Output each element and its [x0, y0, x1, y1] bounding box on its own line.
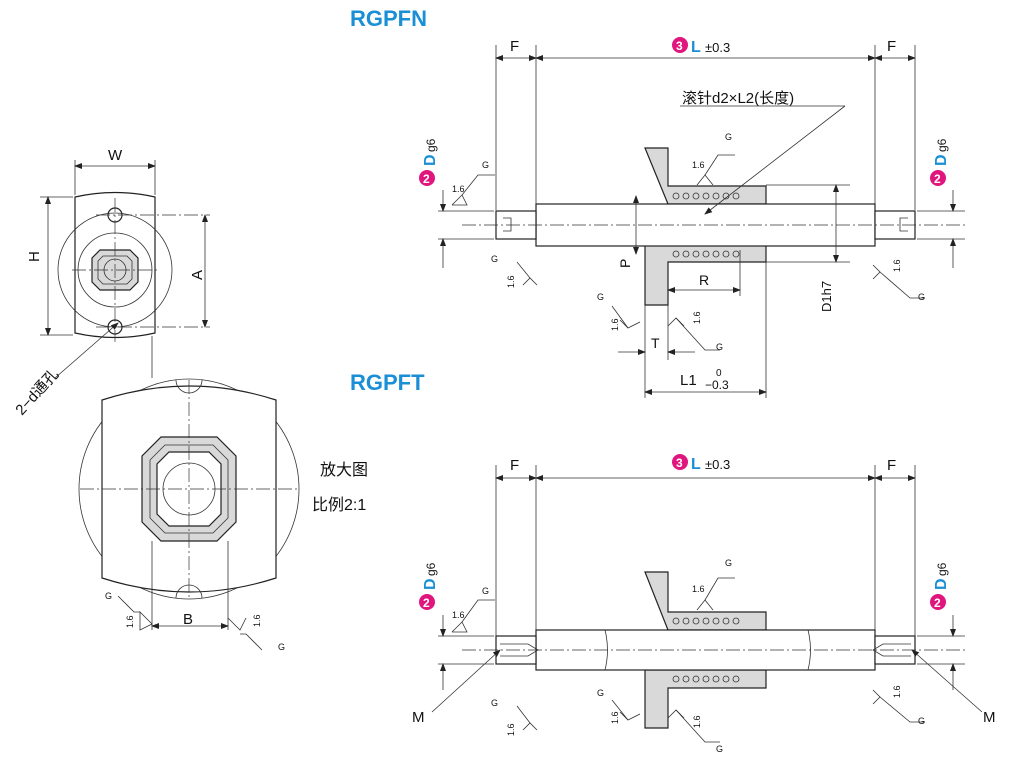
badge-2-text: 2: [423, 172, 430, 186]
surface-roughness: 1.6: [892, 685, 902, 698]
surface-grade: G: [482, 160, 489, 170]
needle-rollers-bottom: [672, 675, 740, 683]
dim-d-tol: g6: [424, 138, 438, 152]
dim-d-tol: g6: [935, 562, 949, 576]
surface-grade: G: [482, 586, 489, 596]
dim-d: D: [933, 154, 950, 166]
badge-2: [930, 170, 946, 186]
surface-grade: G: [278, 642, 285, 652]
dim-a: A: [189, 270, 206, 280]
badge-2-text: 2: [423, 596, 430, 610]
surface-grade: G: [725, 132, 732, 142]
dim-d: D: [422, 578, 439, 590]
end-view-small: [40, 160, 210, 379]
surface-grade: G: [918, 292, 925, 302]
enlarged-outer-circle: [78, 378, 300, 600]
dim-t: T: [651, 335, 660, 351]
badge-2: [930, 594, 946, 610]
surface-roughness: 1.6: [506, 723, 516, 736]
dim-r: R: [699, 272, 709, 288]
dim-l1-tol-top: 0: [716, 368, 722, 379]
surface-grade: G: [597, 688, 604, 698]
zoom-note-line2: 比例2:1: [312, 496, 366, 514]
dim-f-left: F: [510, 457, 519, 474]
surface-roughness: 1.6: [610, 711, 620, 724]
dim-d-tol: g6: [935, 138, 949, 152]
dim-d1: D1h7: [819, 281, 834, 312]
dim-w: W: [108, 147, 123, 164]
badge-2: [419, 170, 435, 186]
zoom-note-line1: 放大图: [320, 461, 368, 479]
hole-note: 2−d通孔: [12, 366, 62, 419]
badge-3-text: 3: [676, 456, 683, 470]
dim-b: B: [183, 611, 193, 628]
dim-m-left: M: [412, 709, 425, 726]
surface-roughness: 1.6: [252, 614, 262, 627]
dim-l: L: [691, 39, 701, 56]
dim-f-right: F: [887, 457, 896, 474]
badge-3: [672, 454, 688, 470]
badge-2-text: 2: [934, 172, 941, 186]
surface-grade: G: [597, 292, 604, 302]
badge-3-text: 3: [676, 39, 683, 53]
rgpft-drawing: [431, 465, 983, 743]
surface-grade: G: [918, 716, 925, 726]
surface-roughness: 1.6: [692, 311, 702, 324]
dim-l-tol: ±0.3: [705, 457, 730, 472]
needle-rollers-bottom: [672, 250, 740, 258]
dim-p: P: [617, 259, 633, 268]
roller-note: 滚针d2×L2(长度): [682, 90, 794, 107]
dim-f-left: F: [510, 38, 519, 55]
surface-grade: G: [491, 254, 498, 264]
surface-roughness: 1.6: [610, 318, 620, 331]
dim-l1-tol-bottom: −0.3: [705, 378, 729, 392]
surface-roughness: 1.6: [452, 184, 465, 194]
dim-d: D: [422, 154, 439, 166]
dim-l-tol: ±0.3: [705, 40, 730, 55]
surface-roughness: 1.6: [692, 160, 705, 170]
title-rgpfn: RGPFN: [350, 6, 427, 31]
needle-rollers-top: [672, 617, 740, 625]
dim-l: L: [691, 456, 701, 473]
surface-roughness: 1.6: [692, 584, 705, 594]
surface-grade: G: [716, 342, 723, 352]
badge-2: [419, 594, 435, 610]
surface-roughness: 1.6: [452, 610, 465, 620]
badge-2-text: 2: [934, 596, 941, 610]
rgpfn-drawing: [438, 45, 965, 398]
surface-grade: G: [491, 698, 498, 708]
surface-roughness: 1.6: [892, 259, 902, 272]
enlarged-view: [78, 378, 300, 651]
dim-f-right: F: [887, 38, 896, 55]
surface-roughness: 1.6: [125, 615, 135, 628]
dim-l1: L1: [680, 372, 697, 389]
surface-grade: G: [716, 744, 723, 754]
surface-grade: G: [105, 591, 112, 601]
dim-d: D: [933, 578, 950, 590]
dim-m-right: M: [983, 709, 996, 726]
flange-bottom: [644, 669, 767, 729]
surface-grade: G: [725, 558, 732, 568]
title-rgpft: RGPFT: [350, 370, 425, 395]
dim-h: H: [26, 251, 43, 262]
dim-d-tol: g6: [424, 562, 438, 576]
needle-rollers-top: [672, 192, 740, 200]
surface-roughness: 1.6: [692, 715, 702, 728]
surface-roughness: 1.6: [506, 275, 516, 288]
badge-3: [672, 37, 688, 53]
